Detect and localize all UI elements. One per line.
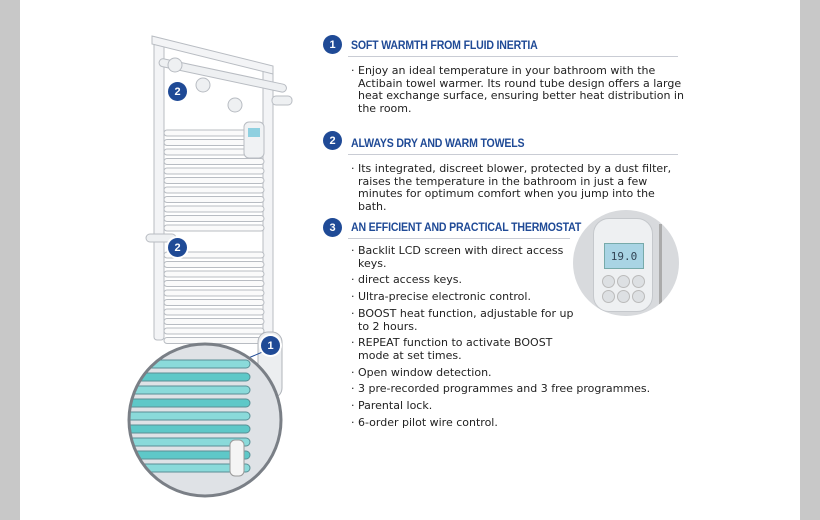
- bullet: Open window detection.: [351, 366, 586, 380]
- section-2-divider: [348, 154, 678, 155]
- bullet: Ultra-precise electronic control.: [351, 290, 586, 304]
- rail: [163, 261, 265, 268]
- section-3-body: Backlit LCD screen with direct access ke…: [351, 244, 650, 433]
- bullet: 6-order pilot wire control.: [351, 416, 586, 430]
- thermostat-key: [617, 275, 630, 288]
- thermostat-key: [632, 290, 645, 303]
- section-3-divider: [348, 238, 570, 239]
- section-3-number: 3: [323, 218, 342, 237]
- section-2-body: Its integrated, discreet blower, protect…: [351, 162, 686, 218]
- bullet: Enjoy an ideal temperature in your bathr…: [351, 64, 686, 116]
- control-unit: [243, 121, 265, 159]
- thermostat-closeup: 19.0: [573, 210, 679, 316]
- magnified-rail: [129, 385, 251, 395]
- section-3-title: AN EFFICIENT AND PRACTICAL THERMOSTAT: [351, 220, 582, 234]
- magnified-rail: [129, 359, 251, 369]
- magnifier: [127, 342, 283, 498]
- bullet: BOOST heat function, adjustable for up t…: [351, 307, 586, 333]
- magnified-rail: [129, 437, 251, 447]
- rail: [163, 215, 265, 222]
- towel-warmer-frame: [151, 35, 274, 369]
- magnified-rail: [129, 424, 251, 434]
- rail: [163, 327, 265, 335]
- thermostat-key: [602, 275, 615, 288]
- rail: [163, 177, 265, 184]
- lcd-display: 19.0: [604, 243, 644, 269]
- bullet: REPEAT function to activate BOOST mode a…: [351, 336, 586, 362]
- magnified-rail: [129, 372, 251, 382]
- magnified-rail: [129, 411, 251, 421]
- magnified-rail: [129, 450, 251, 460]
- bullet: Backlit LCD screen with direct access ke…: [351, 244, 586, 270]
- thermostat-body: 19.0: [593, 218, 653, 312]
- thermostat-key: [632, 275, 645, 288]
- magnified-rail: [129, 463, 251, 473]
- section-1-body: Enjoy an ideal temperature in your bathr…: [351, 64, 686, 120]
- bullet: Parental lock.: [351, 399, 586, 413]
- thermostat-key: [602, 290, 615, 303]
- rail: [163, 299, 265, 306]
- callout-badge-2-top: 2: [168, 82, 187, 101]
- bullet: direct access keys.: [351, 274, 586, 287]
- rail: [163, 167, 265, 175]
- section-1-title: SOFT WARMTH FROM FLUID INERTIA: [351, 38, 538, 52]
- rail: [163, 337, 265, 344]
- rail: [163, 224, 265, 232]
- towel-rails: [163, 129, 265, 344]
- section-1-divider: [348, 56, 678, 57]
- towel-bar-top: [158, 57, 293, 113]
- rail: [163, 205, 265, 213]
- towel-warmer-illustration: [127, 35, 293, 498]
- bullet: 3 pre-recorded programmes and 3 free pro…: [351, 383, 650, 396]
- rail: [163, 280, 265, 287]
- rail: [163, 158, 265, 165]
- section-1-number: 1: [323, 35, 342, 54]
- callout-badge-2-middle: 2: [168, 238, 187, 257]
- rail: [163, 289, 265, 297]
- section-2-title: ALWAYS DRY AND WARM TOWELS: [351, 136, 525, 150]
- bullet: Its integrated, discreet blower, protect…: [351, 162, 686, 214]
- right-margin: [800, 0, 820, 520]
- left-margin: [0, 0, 20, 520]
- rail: [163, 308, 265, 316]
- callout-badge-1: 1: [261, 336, 280, 355]
- rail: [163, 270, 265, 278]
- thermostat-key: [617, 290, 630, 303]
- magnified-rail: [129, 398, 251, 408]
- rail: [163, 186, 265, 194]
- rail: [163, 196, 265, 203]
- rail: [163, 318, 265, 325]
- section-2-number: 2: [323, 131, 342, 150]
- rail: [163, 251, 265, 259]
